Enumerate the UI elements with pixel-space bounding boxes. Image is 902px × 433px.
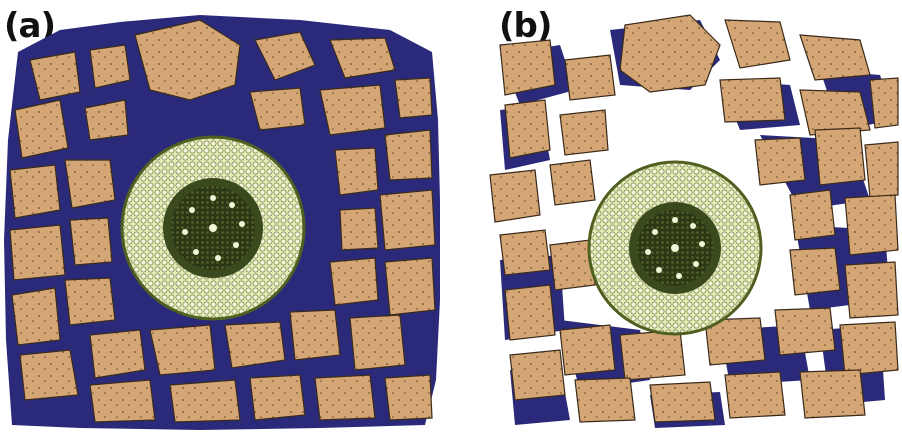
panel-a bbox=[4, 15, 440, 430]
panel-b bbox=[490, 15, 898, 428]
root-cross-section-b bbox=[589, 162, 761, 334]
root-cross-section-a bbox=[122, 137, 304, 319]
